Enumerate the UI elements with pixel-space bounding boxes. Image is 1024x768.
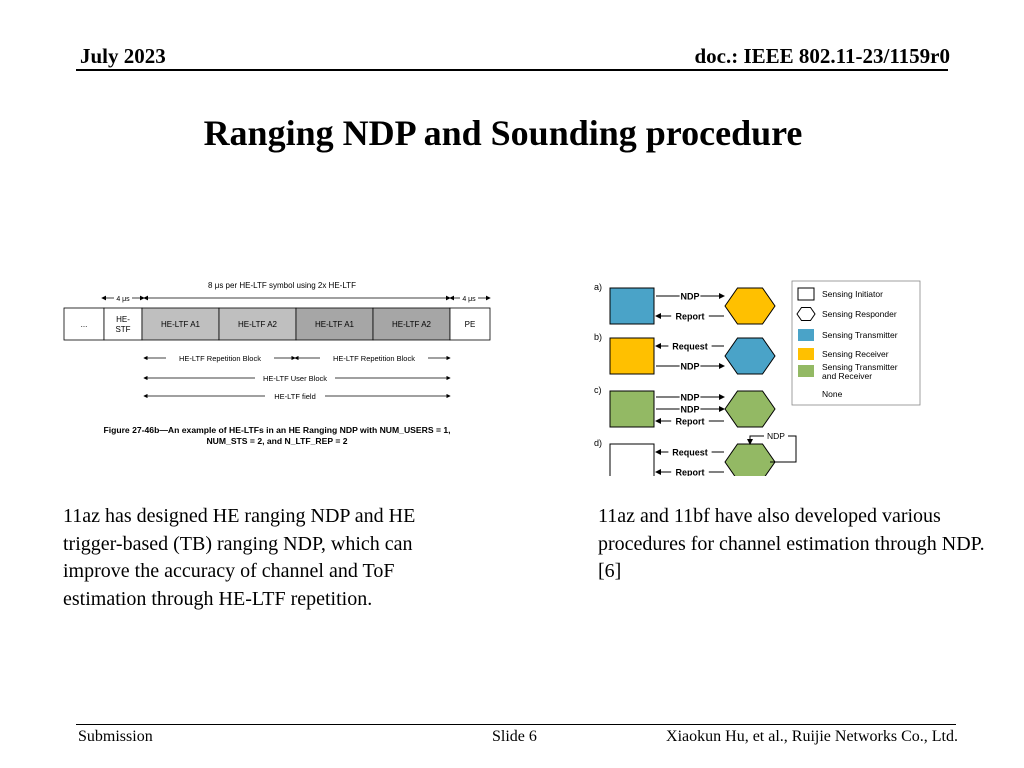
footer-authors: Xiaokun Hu, et al., Ruijie Networks Co.,… (666, 728, 958, 745)
rep-block-2-label: HE-LTF Repetition Block (333, 354, 415, 363)
responder-hex-0 (724, 287, 776, 325)
legend-swatch-3 (798, 348, 814, 360)
header-date: July 2023 (80, 44, 166, 68)
msg-label-1-1: NDP (680, 362, 699, 372)
ltf-field-2 (141, 307, 220, 341)
user-block-label: HE-LTF User Block (263, 374, 327, 383)
msg-label-3-1: Report (676, 468, 705, 477)
slide-title: Ranging NDP and Sounding procedure (203, 113, 803, 153)
symbol-duration-label: 8 μs per HE-LTF symbol using 2x HE-LTF (208, 281, 356, 290)
msg-label-1-0: Request (672, 342, 708, 352)
ltf-field-0 (63, 307, 105, 341)
loop-label: NDP (767, 431, 785, 441)
footer-rule (76, 724, 956, 725)
msg-label-0-0: NDP (680, 292, 699, 302)
paragraph-right: 11az and 11bf have also developed variou… (598, 505, 985, 582)
legend-swatch-4 (798, 365, 814, 377)
msg-label-2-1: NDP (680, 405, 699, 415)
legend-label-3: Sensing Receiver (822, 349, 889, 359)
msg-label-3-0: Request (672, 448, 708, 458)
initiator-box-1 (609, 337, 655, 375)
legend-label-4: Sensing Transmitter (822, 362, 898, 372)
loop-arrow (747, 435, 797, 463)
header-rule (76, 69, 948, 71)
he-ltf-figure: 8 μs per HE-LTF symbol using 2x HE-LTF 4… (63, 281, 491, 446)
legend-box (791, 280, 921, 406)
row-letter-0: a) (594, 282, 602, 292)
ltf-field-3 (218, 307, 297, 341)
ltf-field-4-label: HE-LTF A1 (315, 320, 355, 329)
legend-swatch-2 (798, 329, 814, 341)
ltf-field-6-label: PE (465, 320, 476, 329)
procedure-rows: a)NDPReportb)RequestNDPc)NDPNDPReportd)R… (594, 282, 797, 477)
ltf-field-5-label: HE-LTF A2 (392, 320, 432, 329)
footer-slide-number: Slide 6 (492, 728, 537, 745)
ltf-field-1 (103, 307, 143, 341)
footer-submission: Submission (78, 728, 153, 745)
ltf-field-3-label: HE-LTF A2 (238, 320, 278, 329)
responder-hex-3 (724, 443, 776, 476)
ltf-field-1-label: STF (115, 325, 130, 334)
legend-swatch-1 (796, 307, 816, 321)
figure-caption-line2: NUM_STS = 2, and N_LTF_REP = 2 (206, 436, 347, 446)
row-letter-2: c) (594, 385, 602, 395)
responder-hex-2 (724, 390, 776, 428)
ltf-field-6 (449, 307, 491, 341)
right-duration-label: 4 μs (462, 296, 476, 303)
msg-label-0-1: Report (676, 312, 705, 322)
legend-label-0: Sensing Initiator (822, 289, 883, 299)
row-letter-1: b) (594, 332, 602, 342)
rep-block-1-label: HE-LTF Repetition Block (179, 354, 261, 363)
legend-label-4-b: and Receiver (822, 371, 872, 381)
legend-label-5: None (822, 389, 843, 399)
legend-swatch-0 (797, 287, 815, 301)
ltf-field-row: ... HE-STF HE-LTF A1 HE-LTF A2 HE-LTF A1 HE-L… (63, 307, 491, 341)
legend-swatch-5 (798, 388, 814, 400)
responder-hex-1 (724, 337, 776, 375)
figure-caption-line1: Figure 27-46b—An example of HE-LTFs in a… (103, 425, 450, 435)
paragraph-left: 11az has designed HE ranging NDP and HE … (63, 505, 416, 610)
ltf-field-1-label: HE- (116, 315, 130, 324)
sensing-procedure-figure: a)NDPReportb)RequestNDPc)NDPNDPReportd)R… (594, 280, 921, 477)
msg-label-2-2: Report (676, 417, 705, 427)
row-letter-3: d) (594, 438, 602, 448)
ltf-field-2-label: HE-LTF A1 (161, 320, 201, 329)
initiator-box-0 (609, 287, 655, 325)
header-doc-id: doc.: IEEE 802.11-23/1159r0 (694, 44, 950, 68)
ltf-field-label: HE-LTF field (274, 392, 316, 401)
legend-label-1: Sensing Responder (822, 309, 897, 319)
initiator-box-3 (609, 443, 655, 476)
ltf-field-0-label: ... (81, 320, 88, 329)
left-duration-label: 4 μs (116, 296, 130, 303)
initiator-box-2 (609, 390, 655, 428)
msg-label-2-0: NDP (680, 393, 699, 403)
legend-label-2: Sensing Transmitter (822, 330, 898, 340)
